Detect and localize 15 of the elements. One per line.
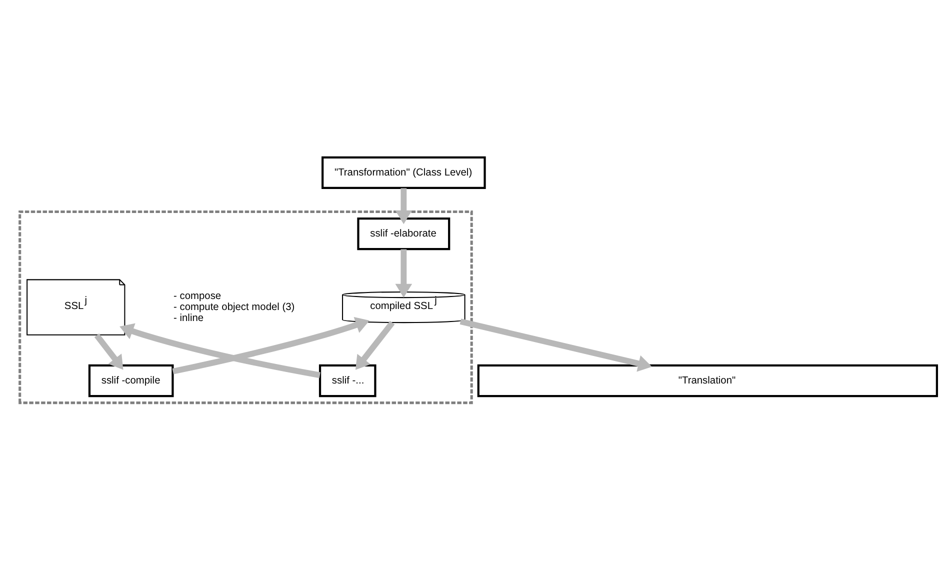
node-box: sslif -... <box>318 364 376 398</box>
node-box: sslif -elaborate <box>357 217 450 250</box>
arrow <box>460 318 652 372</box>
node-box: sslif -compile <box>88 364 174 398</box>
arrow <box>395 249 412 298</box>
node-label: - inline <box>174 312 204 324</box>
arrow <box>395 188 412 224</box>
arrow <box>172 316 370 374</box>
arrow <box>355 320 395 370</box>
node-box: "Transformation" (Class Level) <box>322 156 486 190</box>
node-box: "Translation" <box>477 364 938 398</box>
node-label: - compute object model (3) <box>174 302 295 313</box>
node-label: - compose <box>174 290 222 302</box>
arrow <box>120 323 320 378</box>
arrow <box>94 333 124 370</box>
